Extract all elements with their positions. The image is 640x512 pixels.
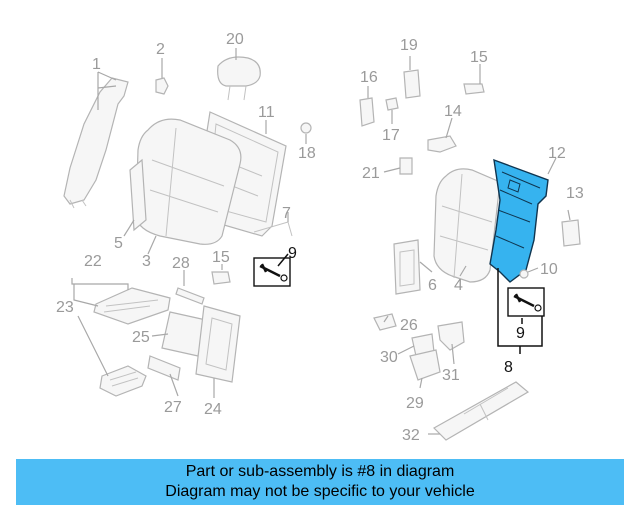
part-23-mat (99, 365, 147, 397)
parts-diagram: 1 2 20 11 18 7 5 3 15 9 28 22 23 25 27 2… (56, 31, 584, 444)
lead-29 (419, 377, 423, 389)
banner-line-2: Diagram may not be specific to your vehi… (165, 483, 475, 500)
lead-13 (567, 209, 571, 221)
part-20-headrest (217, 56, 261, 87)
part-27-strip (147, 355, 181, 381)
callout-22: 22 (84, 253, 102, 270)
part-14-bracket (427, 135, 457, 153)
callout-28: 28 (172, 255, 190, 272)
part-4-cushion-seams (439, 173, 493, 279)
callout-27: 27 (164, 399, 182, 416)
callout-6: 6 (428, 277, 437, 294)
callout-9b: 9 (516, 325, 525, 342)
callout-7: 7 (282, 205, 291, 222)
part-9-washer-left (280, 274, 288, 282)
callout-4: 4 (454, 277, 463, 294)
callout-31: 31 (442, 367, 460, 384)
part-10-clip (519, 269, 529, 279)
callout-29: 29 (406, 395, 424, 412)
part-2-clip (155, 77, 169, 95)
part-3-cushion (135, 118, 242, 245)
part-19-block (403, 69, 421, 99)
callout-25: 25 (132, 329, 150, 346)
part-1-bolster (63, 77, 129, 205)
callout-24: 24 (204, 401, 222, 418)
callout-17: 17 (382, 127, 400, 144)
lead-31 (451, 343, 455, 365)
part-5-side-panel (129, 158, 147, 232)
part-8-highlighted-panel (489, 158, 549, 283)
callout-14: 14 (444, 103, 462, 120)
lead-26 (383, 315, 389, 323)
part-9-bolt-right (513, 293, 535, 308)
callout-2: 2 (156, 41, 165, 58)
lead-4 (459, 265, 467, 277)
lead-3 (147, 235, 157, 255)
callout-12: 12 (548, 145, 566, 162)
part-32-long-panel (433, 381, 530, 441)
part-26-bracket (373, 313, 397, 331)
callout-18: 18 (298, 145, 316, 162)
part-3-cushion-seams (149, 127, 225, 237)
callout-15a: 15 (212, 249, 230, 266)
lead-27 (169, 373, 179, 397)
callout-30: 30 (380, 349, 398, 366)
lead-21 (383, 167, 401, 173)
part-21-sleeve (399, 157, 413, 175)
part-22-pad-lines (103, 299, 159, 313)
part-15-pin-left (211, 271, 231, 285)
callout-23: 23 (56, 299, 74, 316)
callout-26: 26 (400, 317, 418, 334)
part-29-latch (409, 349, 441, 381)
lead-22 (71, 278, 129, 307)
callout-1: 1 (92, 56, 101, 73)
callout-11: 11 (258, 104, 275, 121)
callout-20: 20 (226, 31, 244, 48)
lead-30 (397, 345, 415, 355)
callout-13: 13 (566, 185, 584, 202)
lead-9a (277, 253, 289, 267)
part-32-panel-detail (463, 387, 509, 421)
part-17-screw (385, 97, 399, 111)
part-24-seat-frame-inner (205, 317, 233, 371)
lead-5 (123, 219, 135, 237)
part-9-bolt-left (259, 263, 281, 278)
part-22-pad (93, 287, 171, 325)
lead-6 (419, 261, 433, 273)
lead-23 (77, 315, 109, 377)
part-6-frame (393, 239, 421, 295)
lead-1 (97, 71, 117, 110)
part-13-cover (561, 219, 581, 247)
part-6-frame-inner (399, 249, 415, 287)
part-20-posts (227, 85, 247, 101)
part-15-pin-right (463, 83, 485, 95)
lead-8 (497, 268, 543, 354)
callout-3: 3 (142, 253, 151, 270)
part-18-nut (300, 122, 312, 134)
callout-10: 10 (540, 261, 558, 278)
lead-12 (547, 157, 557, 175)
lead-10 (527, 267, 539, 273)
callout-5: 5 (114, 235, 123, 252)
lead-25 (151, 333, 169, 337)
part-31-bracket (437, 321, 465, 351)
callout-8: 8 (504, 359, 513, 376)
callout-15b: 15 (470, 49, 488, 66)
lead-14 (445, 117, 453, 139)
part-8-panel-detail (495, 171, 541, 249)
banner-line-1: Part or sub-assembly is #8 in diagram (185, 463, 455, 480)
part-28-strip (175, 287, 205, 305)
info-banner: Part or sub-assembly is #8 in diagram Di… (16, 459, 624, 505)
callout-19: 19 (400, 37, 418, 54)
callout-16: 16 (360, 69, 378, 86)
callout-32: 32 (402, 427, 420, 444)
part-4-cushion (433, 168, 501, 283)
part-9-washer-right (534, 304, 542, 312)
part-24-seat-frame (195, 305, 241, 383)
callout-9a: 9 (288, 245, 297, 262)
callout-21: 21 (362, 165, 380, 182)
part-23-mat-grid (109, 371, 139, 387)
part-16-clip (359, 97, 375, 127)
part-1-clip (69, 199, 87, 209)
